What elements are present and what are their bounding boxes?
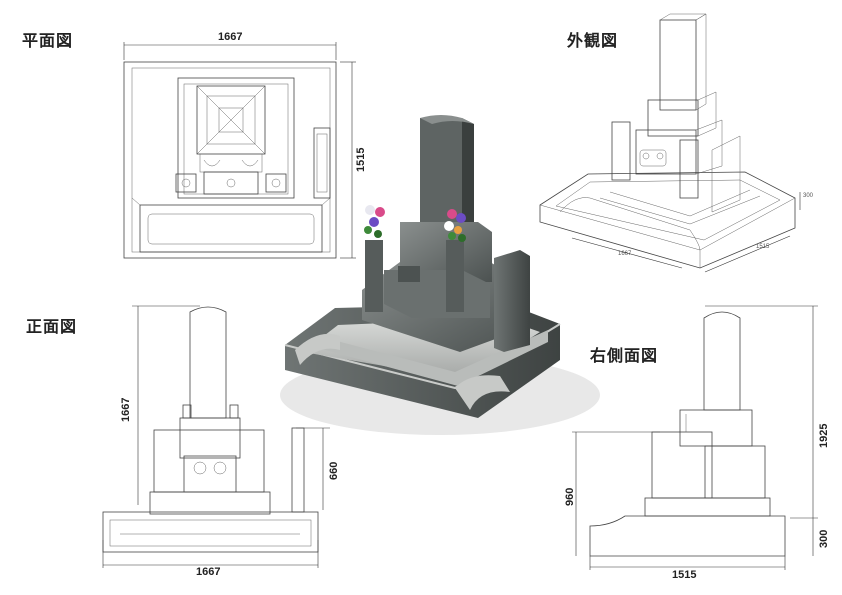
plan-width-dimension: 1667	[218, 31, 243, 43]
front-width-dimension: 1667	[196, 566, 221, 578]
front-view-title: 正面図	[26, 317, 78, 336]
exterior-width-dimension: 1667	[618, 251, 632, 257]
plan-view-title: 平面図	[22, 31, 74, 50]
side-depth-dimension: 1515	[672, 569, 697, 581]
exterior-view-title: 外観図	[567, 31, 619, 50]
right-side-view-title: 右側面図	[590, 346, 659, 365]
exterior-depth-dimension: 1515	[756, 244, 770, 250]
exterior-height-dimension: 300	[803, 193, 814, 199]
